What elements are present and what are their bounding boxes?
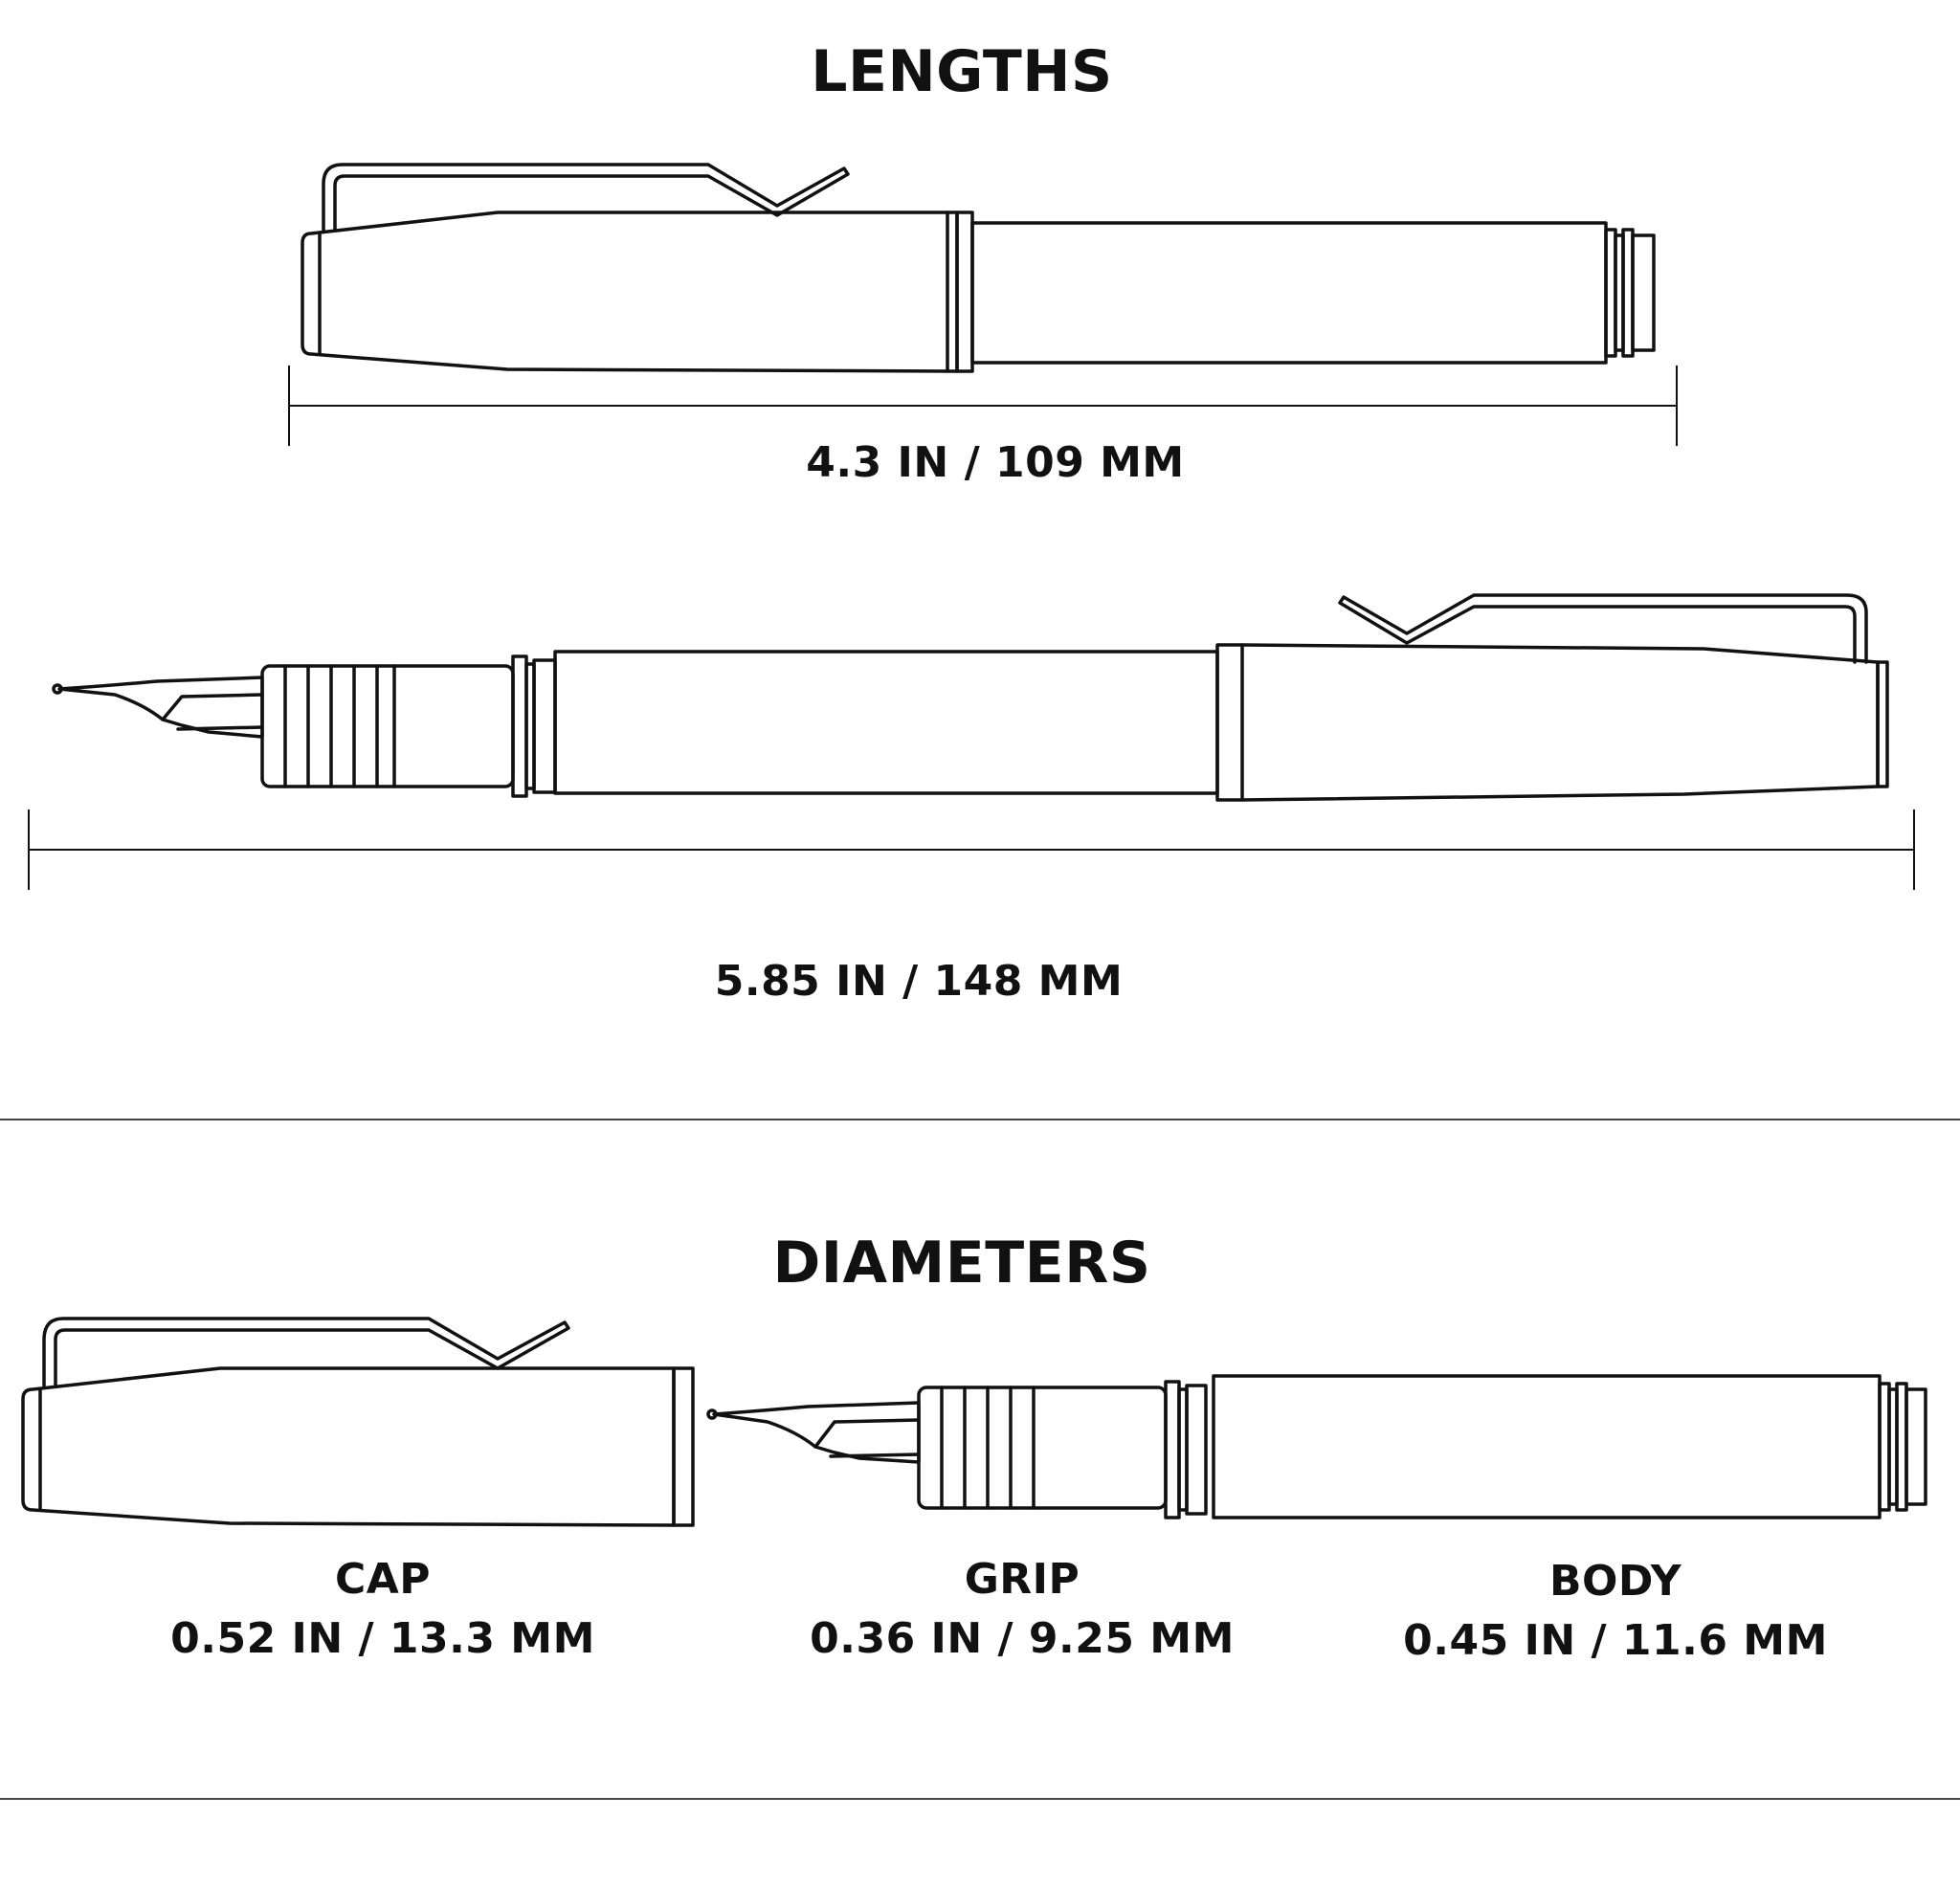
grip-part-name: GRIP	[964, 1555, 1080, 1604]
posted-pen-drawing	[52, 593, 1889, 802]
posted-length-dimension	[28, 809, 1915, 890]
cap-part-name: CAP	[334, 1555, 432, 1604]
diameters-heading: DIAMETERS	[772, 1230, 1151, 1297]
body-diameter-label: BODY 0.45 IN / 11.6 MM	[1367, 1552, 1864, 1671]
body-part-value: 0.45 IN / 11.6 MM	[1403, 1616, 1828, 1665]
body-barrel	[1212, 1374, 1882, 1519]
posted-pen-grip	[260, 664, 515, 788]
posted-pen-body	[553, 650, 1219, 795]
body-part-name: BODY	[1548, 1557, 1682, 1606]
grip-diameter-label: GRIP 0.36 IN / 9.25 MM	[773, 1550, 1271, 1669]
grip-section	[917, 1386, 1168, 1510]
grip-part-value: 0.36 IN / 9.25 MM	[810, 1614, 1235, 1663]
cap-clip	[42, 1317, 570, 1387]
capped-length-label: 4.3 IN / 109 MM	[806, 438, 1185, 487]
cap-shell	[21, 1366, 676, 1527]
posted-pen-clip	[1338, 593, 1868, 664]
posted-pen-cap	[1215, 643, 1880, 802]
grip-diameter-drawing	[706, 1380, 1208, 1519]
capped-pen-body	[970, 221, 1608, 365]
cap-diameter-drawing	[21, 1317, 695, 1527]
capped-pen-clip	[322, 163, 850, 232]
cap-part-value: 0.52 IN / 13.3 MM	[170, 1614, 595, 1663]
capped-pen-drawing	[301, 163, 1656, 373]
grip-nib	[712, 1401, 921, 1464]
posted-length-label: 5.85 IN / 148 MM	[714, 957, 1124, 1006]
capped-length-dimension	[288, 366, 1678, 446]
lengths-heading: LENGTHS	[811, 38, 1113, 105]
capped-pen-cap	[301, 211, 959, 373]
cap-diameter-label: CAP 0.52 IN / 13.3 MM	[134, 1550, 632, 1669]
body-diameter-drawing	[1212, 1374, 1927, 1519]
